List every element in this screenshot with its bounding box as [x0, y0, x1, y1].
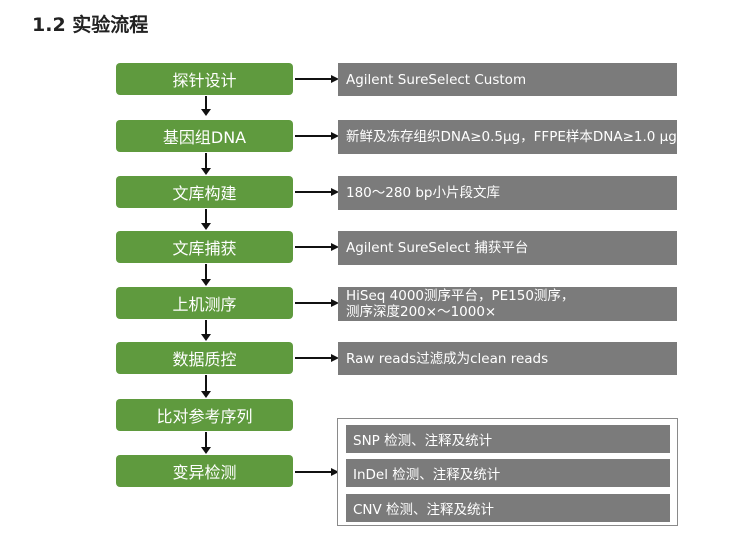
note-arrowhead-sequencing [331, 299, 339, 307]
note-arrow-sequencing [295, 302, 331, 304]
flow-arrowhead-4 [201, 279, 211, 286]
note-sequencing: HiSeq 4000测序平台，PE150测序， 测序深度200×～1000× [338, 287, 677, 321]
note-dna: 新鲜及冻存组织DNA≥0.5μg，FFPE样本DNA≥1.0 μg [338, 120, 677, 154]
step-probe-design: 探针设计 [116, 63, 293, 95]
flow-arrowhead-1 [201, 109, 211, 116]
flow-arrowhead-3 [201, 223, 211, 230]
flow-arrowhead-2 [201, 168, 211, 175]
variant-detection-box: SNP 检测、注释及统计 InDel 检测、注释及统计 CNV 检测、注释及统计 [337, 418, 678, 526]
step-variant-detection: 变异检测 [116, 455, 293, 487]
flow-arrowhead-5 [201, 334, 211, 341]
note-arrow-capture [295, 246, 331, 248]
flow-arrowhead-6 [201, 391, 211, 398]
note-arrowhead-capture [331, 243, 339, 251]
note-capture: Agilent SureSelect 捕获平台 [338, 231, 677, 265]
note-arrowhead-library [331, 188, 339, 196]
note-arrow-library [295, 191, 331, 193]
flow-arrowhead-7 [201, 447, 211, 454]
page-title: 1.2 实验流程 [32, 14, 149, 36]
step-library-capture: 文库捕获 [116, 231, 293, 263]
note-arrowhead-dna [331, 132, 339, 140]
note-probe: Agilent SureSelect Custom [338, 63, 677, 96]
note-arrow-dna [295, 135, 331, 137]
note-arrowhead-qc [331, 354, 339, 362]
note-arrowhead-variant [331, 468, 339, 476]
note-arrow-qc [295, 357, 331, 359]
note-qc: Raw reads过滤成为clean reads [338, 342, 677, 375]
note-sequencing-line1: HiSeq 4000测序平台，PE150测序， [346, 288, 575, 304]
step-sequencing: 上机测序 [116, 287, 293, 319]
step-data-qc: 数据质控 [116, 342, 293, 374]
note-library: 180～280 bp小片段文库 [338, 176, 677, 210]
variant-item-cnv: CNV 检测、注释及统计 [346, 494, 670, 522]
note-arrow-probe [295, 78, 331, 80]
step-reference-alignment: 比对参考序列 [116, 399, 293, 431]
step-library-construction: 文库构建 [116, 176, 293, 208]
flow-arrow-4 [205, 264, 207, 279]
note-arrowhead-probe [331, 75, 339, 83]
flow-arrow-5 [205, 320, 207, 334]
note-sequencing-line2: 测序深度200×～1000× [346, 304, 497, 320]
step-genomic-dna: 基因组DNA [116, 120, 293, 152]
flow-arrow-3 [205, 209, 207, 223]
flow-arrow-6 [205, 375, 207, 391]
variant-item-snp: SNP 检测、注释及统计 [346, 425, 670, 453]
flow-arrow-7 [205, 432, 207, 447]
variant-item-indel: InDel 检测、注释及统计 [346, 459, 670, 487]
flow-arrow-1 [205, 96, 207, 109]
flow-arrow-2 [205, 153, 207, 168]
note-arrow-variant [295, 471, 331, 473]
